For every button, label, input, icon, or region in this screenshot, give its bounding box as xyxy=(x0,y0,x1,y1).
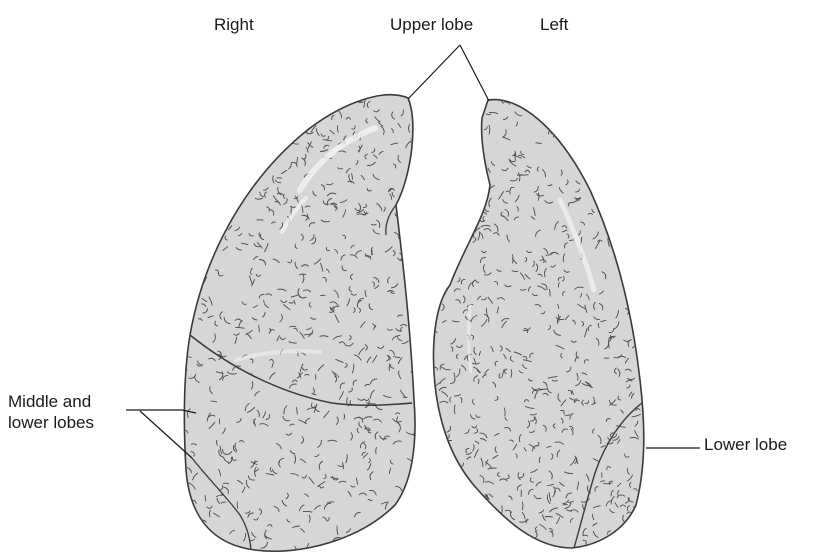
upper-lobe-leader-left xyxy=(460,45,489,101)
texture-stroke xyxy=(371,224,376,225)
label-left: Left xyxy=(540,14,568,35)
texture-stroke xyxy=(513,255,514,263)
label-lower-lobe: Lower lobe xyxy=(704,434,787,455)
label-right: Right xyxy=(214,14,254,35)
label-middle-lower-line2: lower lobes xyxy=(8,412,138,433)
label-upper-lobe: Upper lobe xyxy=(390,14,473,35)
right-lung-outline xyxy=(184,95,415,551)
label-middle-lower-line1: Middle and xyxy=(8,391,138,412)
texture-stroke xyxy=(522,502,523,510)
label-middle-lower-lobes: Middle and lower lobes xyxy=(8,391,138,434)
texture-stroke xyxy=(385,514,390,520)
upper-lobe-leader-right xyxy=(408,45,460,99)
right-lung xyxy=(183,95,418,556)
left-lung xyxy=(429,99,644,548)
texture-stroke xyxy=(570,240,574,241)
